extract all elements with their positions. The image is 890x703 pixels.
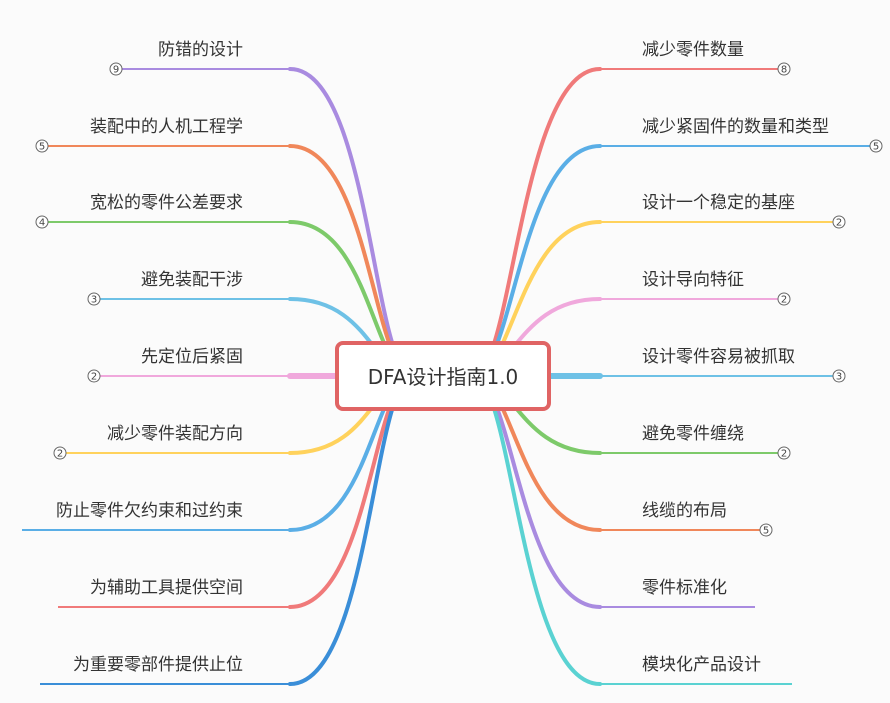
count-badge-number: 5: [873, 142, 879, 153]
branch-label[interactable]: 设计导向特征: [642, 270, 744, 290]
count-badge[interactable]: 3: [832, 369, 846, 383]
count-badge-number: 5: [763, 526, 769, 537]
central-topic[interactable]: DFA设计指南1.0: [335, 341, 551, 411]
count-badge-number: 2: [91, 372, 97, 383]
branch-label[interactable]: 避免零件缠绕: [642, 424, 744, 444]
count-badge-circle: [832, 215, 846, 229]
branch-label[interactable]: 减少紧固件的数量和类型: [642, 117, 829, 137]
count-badge-number: 5: [39, 142, 45, 153]
central-topic-label: DFA设计指南1.0: [368, 365, 519, 389]
branch-connector: [471, 67, 602, 378]
count-badge-number: 2: [836, 218, 842, 229]
branch-label[interactable]: 减少零件装配方向: [107, 424, 243, 444]
branch-label[interactable]: 防止零件欠约束和过约束: [56, 501, 243, 521]
count-badge-number: 3: [91, 295, 97, 306]
count-badge[interactable]: 4: [35, 215, 49, 229]
count-badge-number: 2: [57, 449, 63, 460]
count-badge-circle: [777, 62, 791, 76]
branch-label[interactable]: 零件标准化: [642, 578, 727, 598]
branch-label[interactable]: 防错的设计: [158, 40, 243, 60]
count-badge-circle: [35, 139, 49, 153]
count-badge[interactable]: 2: [87, 369, 101, 383]
count-badge-circle: [35, 215, 49, 229]
branch-left-6[interactable]: 减少零件装配方向 2: [53, 374, 415, 460]
count-badge-number: 4: [39, 218, 45, 229]
branch-connector: [288, 374, 415, 686]
branch-label[interactable]: 为重要零部件提供止位: [73, 655, 243, 675]
count-badge-number: 9: [113, 65, 119, 76]
count-badge[interactable]: 2: [777, 292, 791, 306]
count-badge-circle: [87, 369, 101, 383]
count-badge[interactable]: 5: [759, 523, 773, 537]
count-badge-number: 3: [836, 372, 842, 383]
branch-label[interactable]: 先定位后紧固: [141, 347, 243, 367]
count-badge[interactable]: 8: [777, 62, 791, 76]
branch-label[interactable]: 避免装配干涉: [141, 270, 243, 290]
branch-connector: [288, 67, 415, 378]
branch-label[interactable]: 设计一个稳定的基座: [642, 193, 795, 213]
branch-connector: [471, 374, 602, 686]
count-badge-circle: [777, 292, 791, 306]
branch-left-2[interactable]: 装配中的人机工程学 5: [35, 117, 415, 378]
count-badge-circle: [53, 446, 67, 460]
count-badge-circle: [777, 446, 791, 460]
count-badge[interactable]: 5: [869, 139, 883, 153]
count-badge[interactable]: 2: [832, 215, 846, 229]
count-badge[interactable]: 2: [777, 446, 791, 460]
count-badge-number: 2: [781, 449, 787, 460]
branch-right-2[interactable]: 减少紧固件的数量和类型 5: [471, 117, 883, 378]
count-badge-circle: [869, 139, 883, 153]
count-badge-circle: [832, 369, 846, 383]
branch-label[interactable]: 模块化产品设计: [642, 655, 761, 675]
branch-label[interactable]: 装配中的人机工程学: [90, 117, 243, 137]
branch-label[interactable]: 为辅助工具提供空间: [90, 578, 243, 598]
count-badge-circle: [87, 292, 101, 306]
count-badge-circle: [109, 62, 123, 76]
count-badge[interactable]: 5: [35, 139, 49, 153]
branch-label[interactable]: 减少零件数量: [642, 40, 744, 60]
branch-label[interactable]: 宽松的零件公差要求: [90, 193, 243, 213]
count-badge-number: 2: [781, 295, 787, 306]
count-badge[interactable]: 2: [53, 446, 67, 460]
branch-label[interactable]: 设计零件容易被抓取: [642, 347, 795, 367]
branch-label[interactable]: 线缆的布局: [642, 501, 727, 521]
count-badge-number: 8: [781, 65, 787, 76]
count-badge[interactable]: 3: [87, 292, 101, 306]
count-badge-circle: [759, 523, 773, 537]
central-topic-box[interactable]: [335, 341, 551, 411]
count-badge[interactable]: 9: [109, 62, 123, 76]
